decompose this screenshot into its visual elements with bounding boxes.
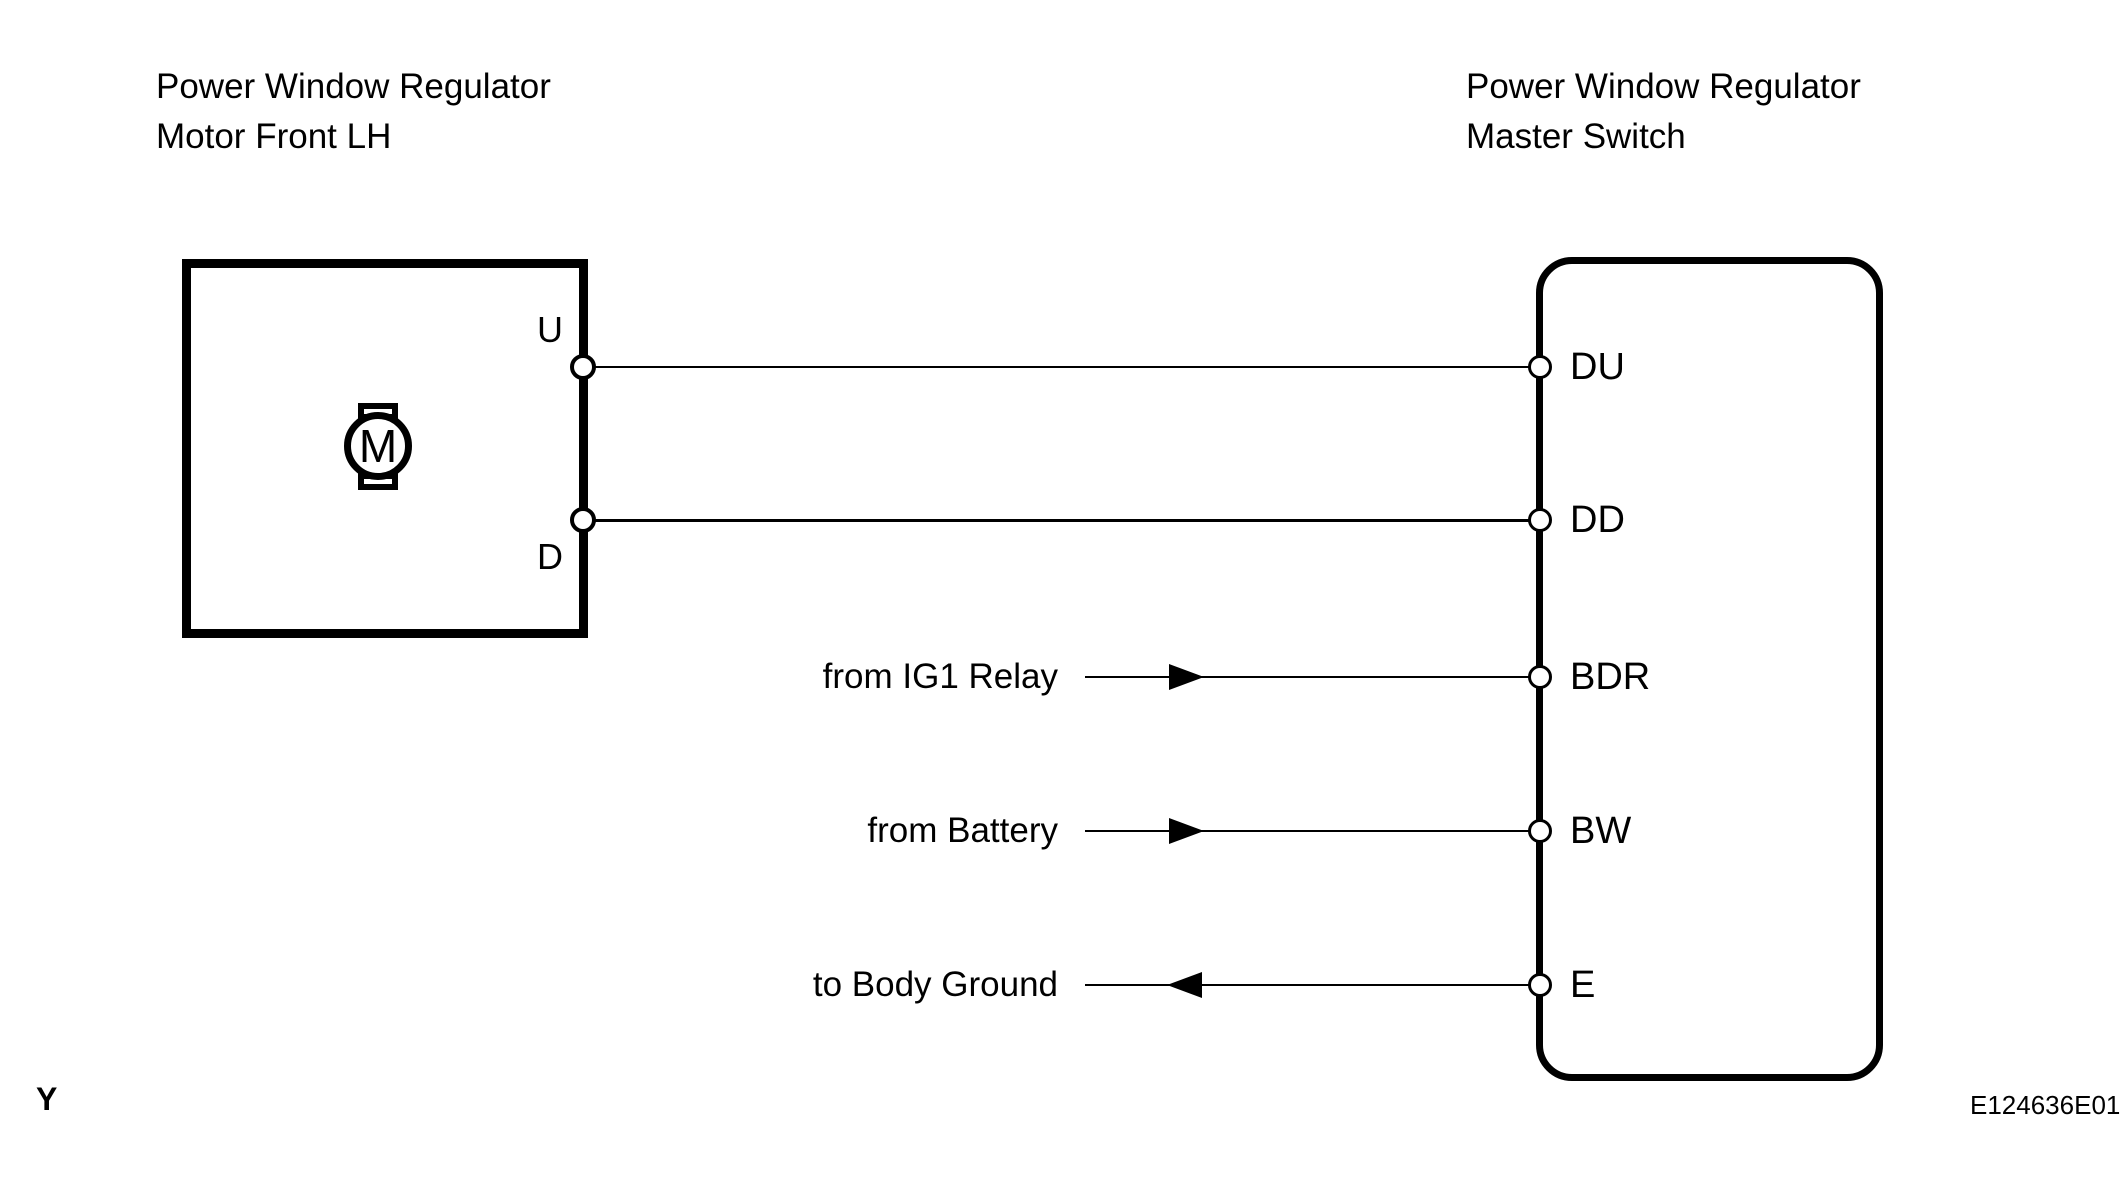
master-switch-title-line1: Power Window Regulator [1466, 67, 1861, 106]
caption-to-body-ground: to Body Ground [812, 965, 1058, 1004]
figure-code: E124636E01 [1970, 1090, 2121, 1120]
motor-title: Power Window Regulator Motor Front LH [156, 62, 551, 162]
arrow-right-icon [1169, 818, 1204, 844]
terminal-dot-d [570, 507, 596, 533]
caption-from-battery: from Battery [867, 811, 1058, 850]
master-switch-outline-box [1536, 257, 1883, 1081]
wire-ig1-relay-to-bdr [1085, 676, 1540, 678]
terminal-label-d: D [537, 536, 563, 577]
motor-symbol-letter: M [358, 420, 398, 472]
master-switch-title-line2: Master Switch [1466, 117, 1686, 156]
terminal-dot-bw [1528, 819, 1552, 843]
motor-outline-box [182, 259, 588, 638]
motor-icon: M [344, 412, 412, 480]
terminal-dot-e [1528, 973, 1552, 997]
wire-battery-to-bw [1085, 830, 1540, 832]
wire-e-to-body-ground [1085, 984, 1540, 986]
terminal-label-u: U [537, 309, 563, 350]
terminal-label-du: DU [1570, 346, 1625, 388]
motor-title-line1: Power Window Regulator [156, 67, 551, 106]
wire-u-to-du [377, 366, 1540, 368]
page-marker: Y [36, 1081, 58, 1117]
terminal-label-bw: BW [1570, 810, 1632, 852]
wire-d-to-dd [377, 519, 1540, 522]
arrow-left-icon [1167, 972, 1202, 998]
master-switch-title: Power Window Regulator Master Switch [1466, 62, 1861, 162]
terminal-dot-bdr [1528, 665, 1552, 689]
terminal-label-dd: DD [1570, 499, 1625, 541]
terminal-dot-du [1528, 355, 1552, 379]
terminal-label-bdr: BDR [1570, 656, 1651, 698]
terminal-dot-dd [1528, 508, 1552, 532]
motor-title-line2: Motor Front LH [156, 117, 392, 156]
caption-from-ig1-relay: from IG1 Relay [822, 657, 1058, 696]
arrow-right-icon [1169, 664, 1204, 690]
terminal-label-e: E [1570, 964, 1596, 1006]
terminal-dot-u [570, 354, 596, 380]
